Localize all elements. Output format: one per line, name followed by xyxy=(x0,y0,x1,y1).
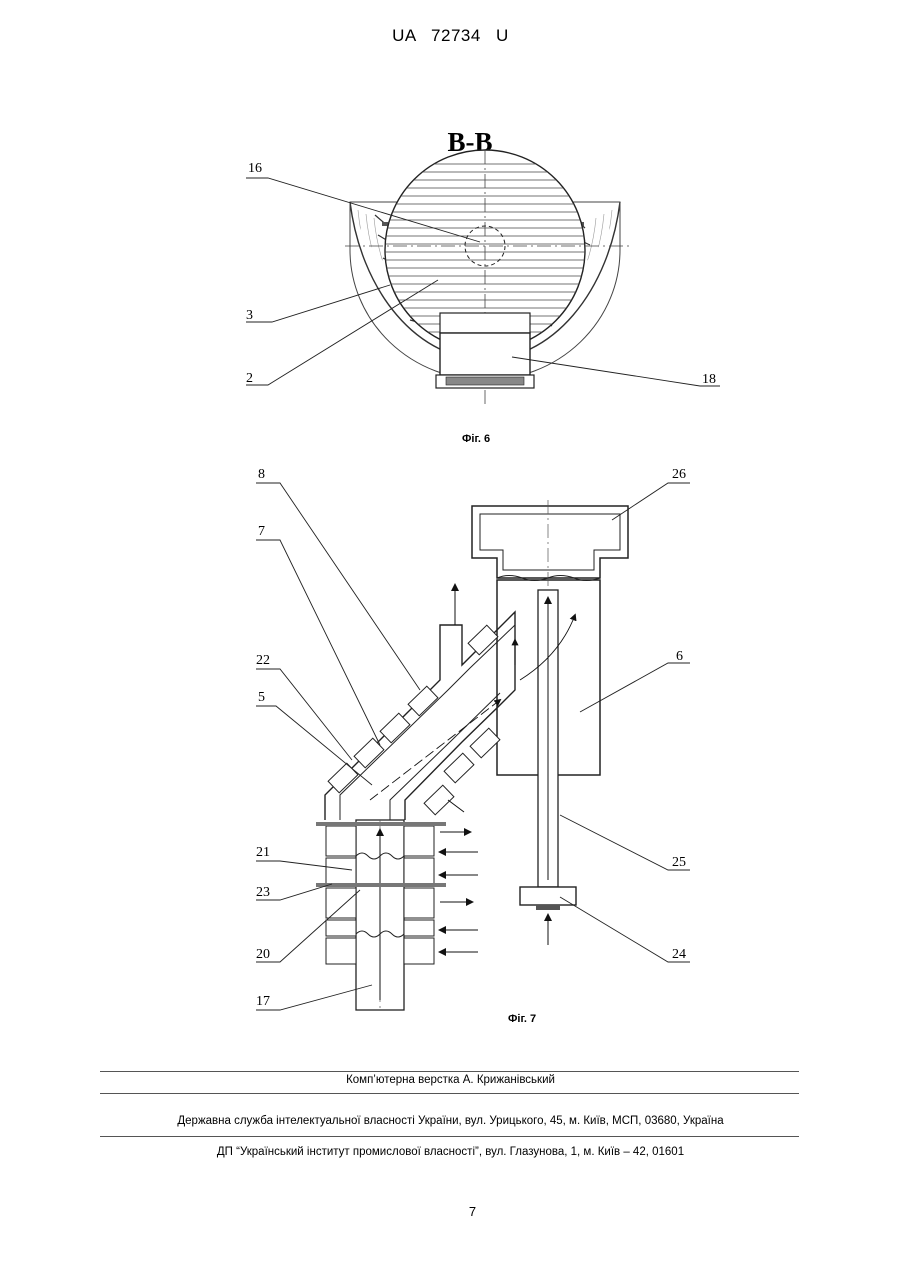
label-7: 7 xyxy=(258,524,265,539)
label-22: 22 xyxy=(256,653,270,668)
figure-7-caption: Фіг. 7 xyxy=(508,1013,536,1025)
page-number: 7 xyxy=(0,1204,901,1219)
label-23: 23 xyxy=(256,885,270,900)
footer-institute: ДП “Український інститут промислової вла… xyxy=(0,1146,901,1158)
label-5: 5 xyxy=(258,690,265,705)
label-24: 24 xyxy=(672,947,686,962)
label-21: 21 xyxy=(256,845,270,860)
footer-rule-3 xyxy=(100,1136,799,1137)
label-26: 26 xyxy=(672,467,686,482)
figure-7-drawing: 8 7 22 5 21 23 20 17 26 6 25 24 xyxy=(0,0,901,1040)
label-17: 17 xyxy=(256,994,270,1009)
label-20: 20 xyxy=(256,947,270,962)
footer-agency: Державна служба інтелектуальної власност… xyxy=(0,1115,901,1127)
footer-layout-credit: Комп’ютерна верстка А. Крижанівський xyxy=(0,1074,901,1086)
footer-rule-1 xyxy=(100,1071,799,1072)
footer-rule-2 xyxy=(100,1093,799,1094)
label-6: 6 xyxy=(676,649,683,664)
label-25: 25 xyxy=(672,855,686,870)
label-8: 8 xyxy=(258,467,265,482)
